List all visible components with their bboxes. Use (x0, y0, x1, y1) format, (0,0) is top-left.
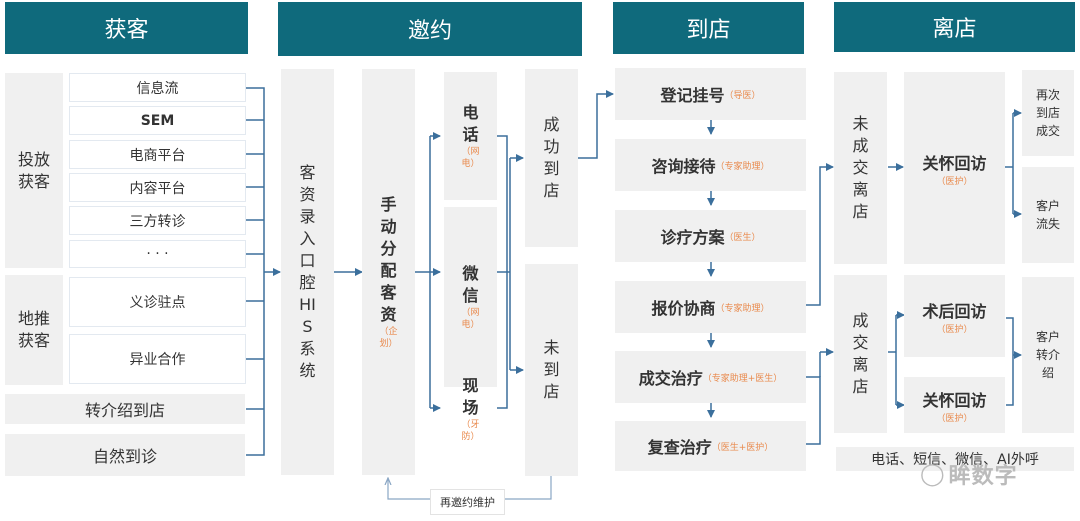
channel-ecommerce: 电商平台 (69, 140, 246, 169)
step-pricing: 报价协商（专家助理） (615, 281, 806, 333)
customer-referral: 客户转介绍 (1022, 277, 1074, 433)
customer-lost: 客户流失 (1022, 167, 1074, 263)
step-treatment-plan: 诊疗方案（医生） (615, 210, 806, 262)
reinvite-maintenance: 再邀约维护 (430, 489, 505, 515)
contact-channels: 电话、短信、微信、AI外呼 (836, 447, 1074, 471)
channel-onsite: 现场 （牙防） (461, 376, 480, 442)
no-deal-leave: 未成交离店 (834, 72, 887, 264)
outcome-not-arrived: 未到店 (525, 264, 578, 476)
his-entry: 客资录入口腔HIS系统 (281, 69, 334, 475)
channel-referral-3rd: 三方转诊 (69, 206, 246, 235)
watermark: ◯ 眸数字 (920, 461, 1018, 490)
channel-more: · · · (69, 240, 246, 268)
care-visit-deal: 关怀回访 （医护） (904, 377, 1005, 433)
revisit-deal: 再次到店成交 (1022, 70, 1074, 156)
natural-arrival: 自然到诊 (5, 434, 245, 476)
group-ground-acquisition: 地推获客 (5, 275, 63, 385)
header-invite: 邀约 (278, 2, 582, 56)
outcome-success: 成功到店 (525, 69, 578, 247)
step-register: 登记挂号（导医） (615, 68, 806, 120)
channel-sem: SEM (69, 106, 246, 135)
header-arrive: 到店 (613, 2, 804, 54)
wechat-icon: ◯ (920, 461, 945, 487)
header-acquire: 获客 (5, 2, 248, 54)
channel-phone: 电话 （网电） (444, 72, 497, 200)
step-deal-treatment: 成交治疗（专家助理+医生） (615, 351, 806, 403)
manual-assign: 手动分配客资 （企划） (362, 69, 415, 475)
channel-feed: 信息流 (69, 73, 246, 102)
referral-arrival: 转介绍到店 (5, 394, 245, 424)
channel-partnership: 异业合作 (69, 334, 246, 384)
channel-free-clinic: 义诊驻点 (69, 277, 246, 327)
header-leave: 离店 (834, 2, 1075, 52)
step-consultation: 咨询接待（专家助理） (615, 139, 806, 191)
channel-wechat: 微信 （网电） (444, 207, 497, 387)
post-op-visit: 术后回访 （医护） (904, 275, 1005, 357)
channel-content: 内容平台 (69, 173, 246, 202)
care-visit-no-deal: 关怀回访 （医护） (904, 72, 1005, 264)
step-followup-treatment: 复查治疗（医生+医护） (615, 421, 806, 471)
group-paid-acquisition: 投放获客 (5, 73, 63, 268)
deal-leave: 成交离店 (834, 275, 887, 433)
